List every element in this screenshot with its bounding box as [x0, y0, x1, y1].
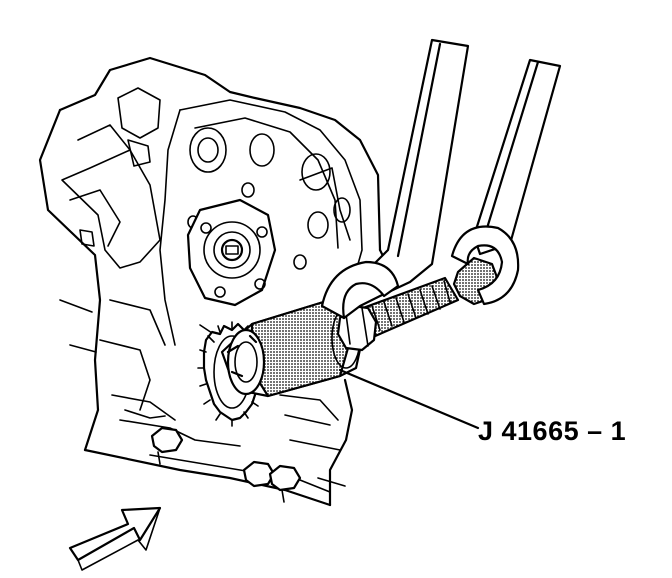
hollow-arrow-icon — [68, 506, 162, 571]
callout-leader-line — [338, 368, 480, 430]
tool-number-label: J 41665 – 1 — [478, 416, 627, 446]
open-end-wrench-upper — [450, 58, 562, 306]
engine-block-outline — [38, 56, 392, 507]
pan-bolt-1 — [150, 426, 184, 465]
installer-tool-cylinder — [220, 298, 364, 398]
open-end-wrench-lower — [320, 38, 470, 320]
pan-bolt-3 — [268, 464, 302, 503]
